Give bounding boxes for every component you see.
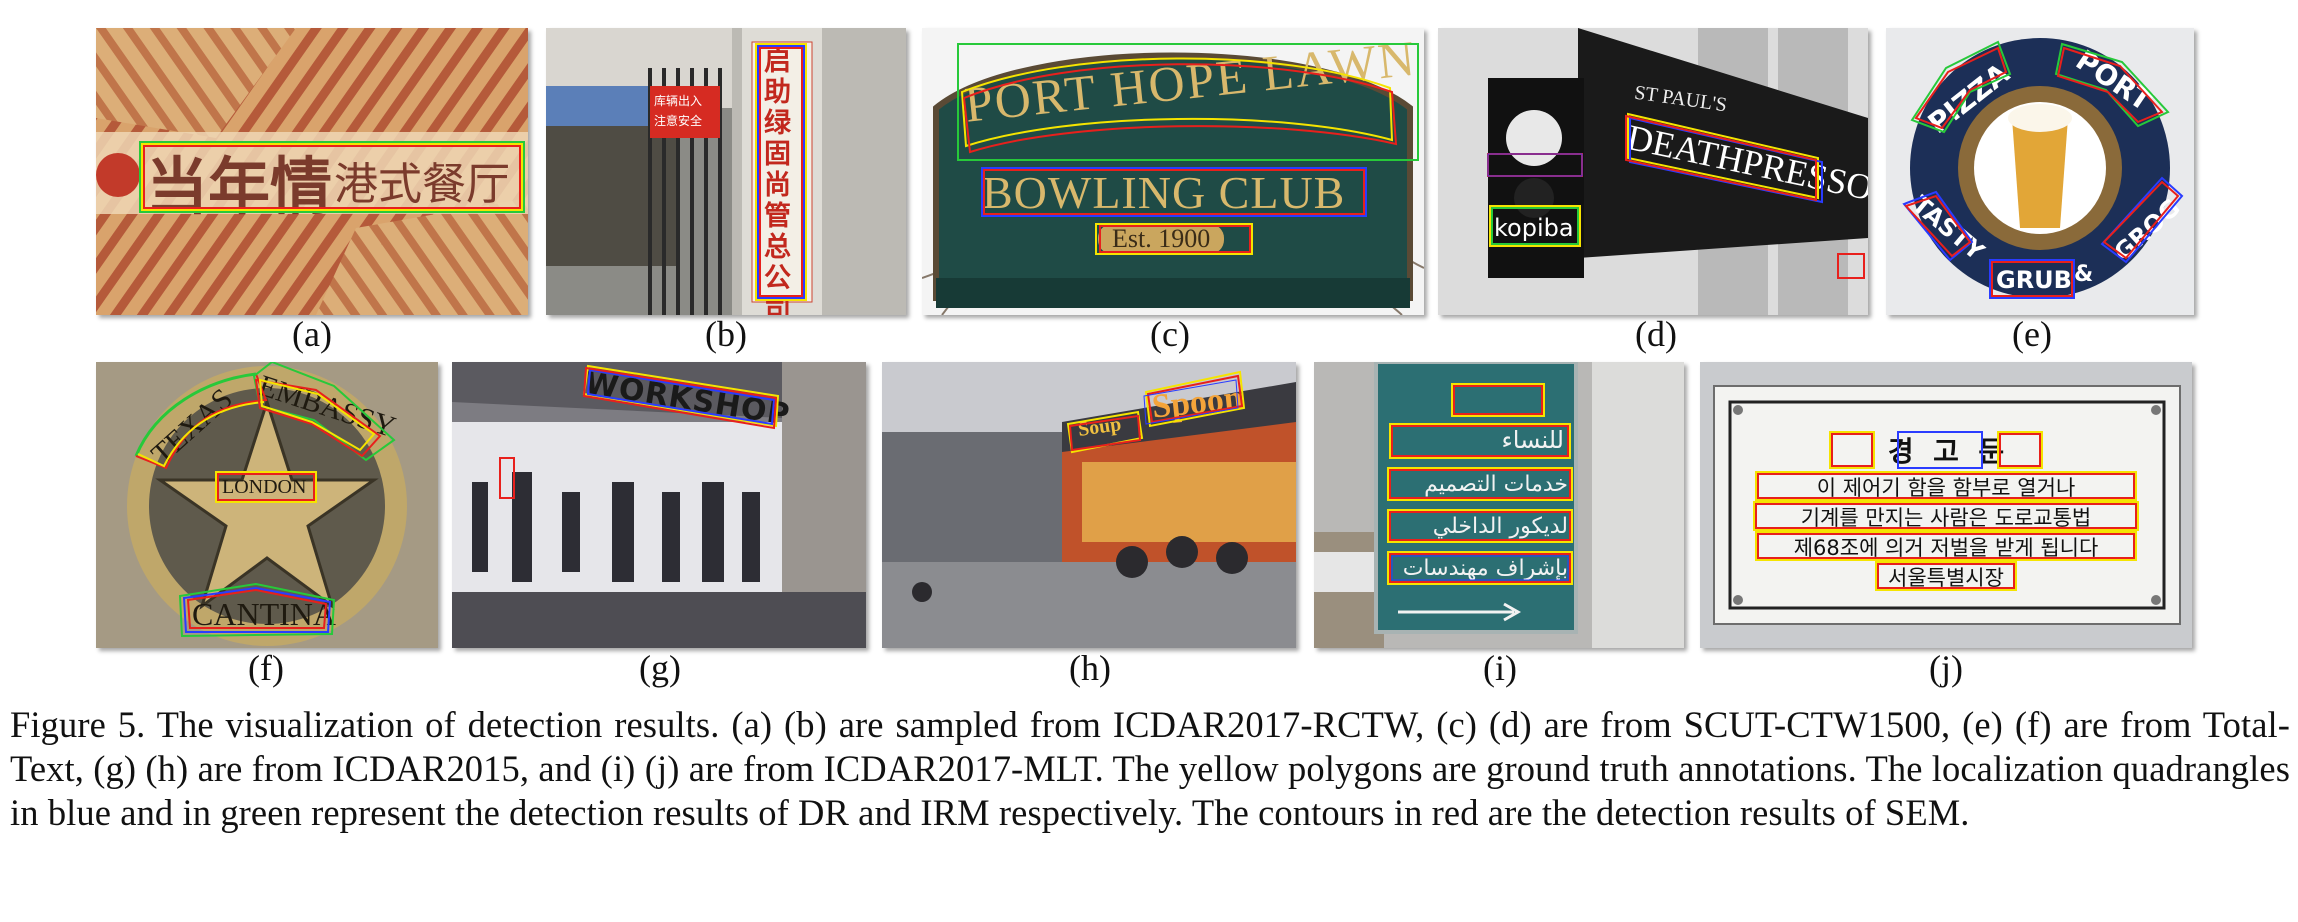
panel-f-scene <box>96 362 438 648</box>
panel-a-scene <box>96 28 528 315</box>
panel-h-image: Soup Spoon <box>882 362 1296 648</box>
panel-e-image: PIZZA PORT TASTY GRUB & GROG <box>1886 28 2194 315</box>
panel-i-line-2: خدمات التصميم <box>1424 472 1568 497</box>
panel-d-hanging-sign: kopiba <box>1494 214 1574 242</box>
panel-e-detections <box>1902 40 2184 299</box>
panel-g-scene <box>452 362 866 648</box>
panel-f-label: (f) <box>248 648 284 688</box>
panel-b-image: 库辆出入 注意安全 启助绿固尚管总公司档案馆 <box>546 28 906 315</box>
panel-h-label: (h) <box>1069 648 1111 688</box>
panel-c-scene <box>922 28 1424 315</box>
panel-j-label: (j) <box>1929 648 1963 688</box>
panel-h-detections <box>1066 370 1246 454</box>
panel-f-word-3: LONDON <box>222 476 307 498</box>
panel-c-est-text: Est. 1900 <box>1098 224 1225 254</box>
panel-e-word-5: & <box>2074 262 2094 287</box>
panel-c-subtitle-text: BOWLING CLUB <box>982 167 1346 218</box>
panel-b-sign-small-1: 库辆出入 <box>654 94 703 108</box>
panel-a-sign-text-2: 港式餐厅 <box>334 159 510 210</box>
panel-f-image: TEXAS EMBASSY LONDON CANTINA <box>96 362 438 648</box>
panel-d-scene <box>1438 28 1868 315</box>
panel-g-image: WORKSHOP <box>452 362 866 648</box>
panel-d-label: (d) <box>1635 314 1677 354</box>
panel-e-scene <box>1886 28 2194 315</box>
panel-j-image: 경 고 문 이 제어기 함을 함부로 열거나 기계를 만지는 사람은 도로교통법… <box>1700 362 2192 648</box>
panel-g-label: (g) <box>639 648 681 688</box>
panel-i-image: للنساء خدمات التصميم لديكور الداخلي بإشر… <box>1314 362 1684 648</box>
panel-j-line-3: 제68조에 의거 저벌을 받게 됩니다 <box>1793 536 2099 560</box>
panel-i-label: (i) <box>1483 648 1517 688</box>
panel-c-detections <box>957 43 1419 255</box>
panel-g-detections <box>499 364 780 499</box>
panel-j-line-1: 이 제어기 함을 함부로 열거나 <box>1816 476 2076 500</box>
panel-a-detections <box>139 141 525 213</box>
panel-c-image: PORT HOPE LAWN BOWLING CLUB Est. 1900 <box>922 28 1424 315</box>
panel-d-image: ST PAUL'S DEATHPRESSO kopiba <box>1438 28 1868 315</box>
panel-a-label: (a) <box>292 314 332 354</box>
panel-b-detections <box>755 43 807 301</box>
panel-i-detections <box>1387 383 1573 622</box>
panel-i-line-4: بإشراف مهندسات <box>1402 556 1568 581</box>
panel-e-word-4: GRUB <box>1996 266 2072 294</box>
panel-e-label: (e) <box>2012 314 2052 354</box>
panel-j-line-4: 서울특별시장 <box>1888 566 2004 590</box>
panel-j-line-2: 기계를 만지는 사람은 도로교통법 <box>1800 506 2092 530</box>
panel-b-label: (b) <box>705 314 747 354</box>
panel-i-line-3: لديكور الداخلي <box>1432 514 1568 539</box>
panel-a-image: 当年情 港式餐厅 <box>96 28 528 315</box>
panel-b-sign-small-2: 注意安全 <box>654 114 703 128</box>
panel-c-label: (c) <box>1150 314 1190 354</box>
panel-h-scene <box>882 362 1296 648</box>
panel-f-detections <box>134 362 396 638</box>
panel-i-line-1: للنساء <box>1501 426 1564 454</box>
panel-j-detections <box>1753 431 2139 591</box>
figure-caption: Figure 5. The visualization of detection… <box>10 704 2290 833</box>
panel-b-sign-vertical: 启助绿固尚管总公司档案馆 <box>764 46 791 315</box>
panel-d-detections <box>1487 112 1865 279</box>
